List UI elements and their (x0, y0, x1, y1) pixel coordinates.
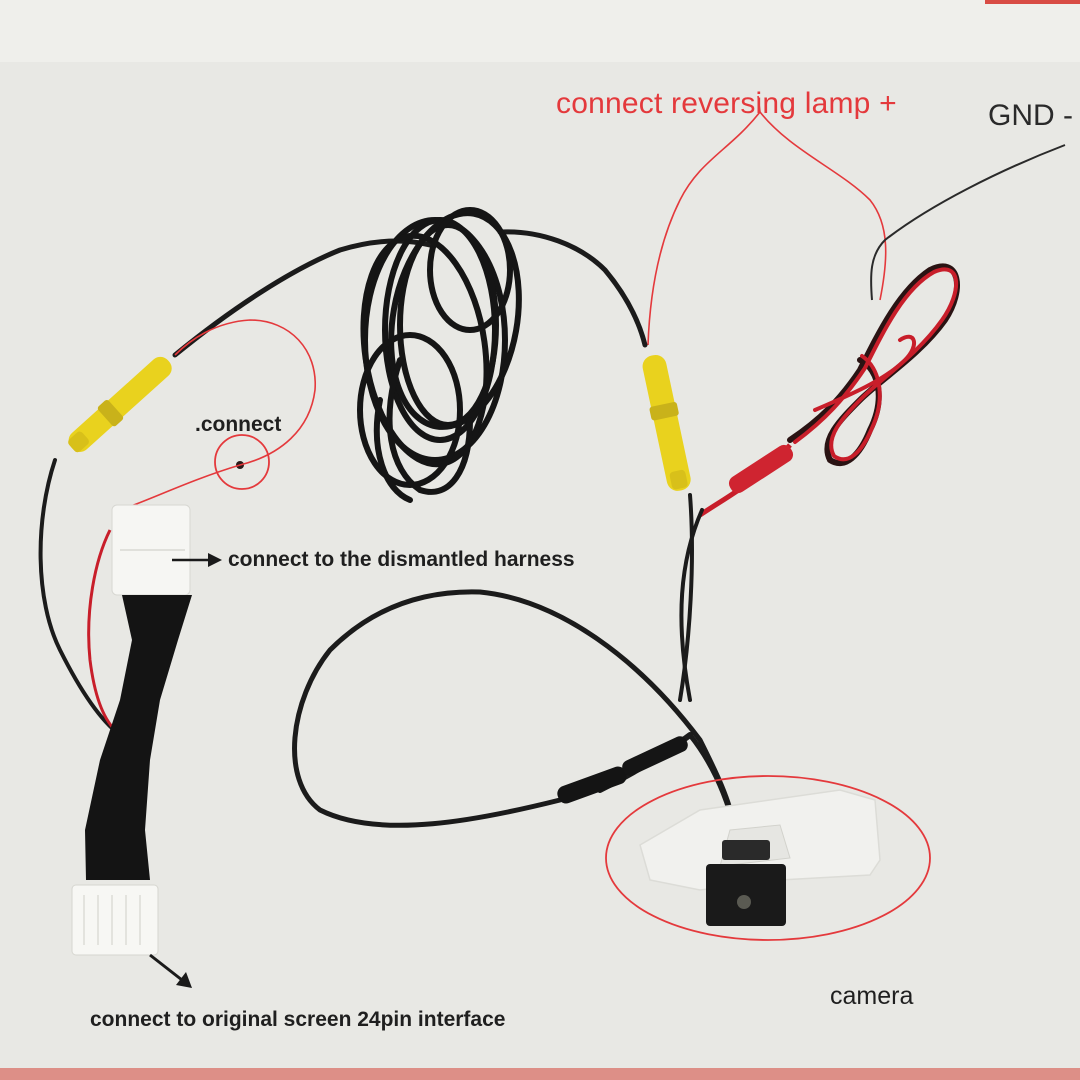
red-connector (728, 444, 794, 494)
camera-body (706, 864, 786, 926)
camera-circle (605, 775, 931, 941)
cable-coil (357, 207, 522, 503)
camera-mount (722, 840, 770, 860)
pin-slots (83, 895, 141, 945)
harness-red-wire (87, 529, 117, 732)
black-cables (38, 229, 738, 833)
inline-connector-2 (622, 736, 688, 776)
reversing-lamp-leads (647, 95, 887, 346)
top-rule (985, 0, 1080, 4)
bottom-rule (0, 1068, 1080, 1080)
label-connect: .connect (195, 413, 282, 436)
camera-lens (737, 895, 751, 909)
harness-sleeve (85, 595, 192, 880)
top-strip (0, 0, 1080, 62)
power-wire-coil (787, 263, 960, 467)
arrow-right-icon (172, 553, 222, 567)
label-camera: camera (830, 982, 914, 1010)
rca-connector-left (68, 356, 172, 453)
label-reversing-lamp: connect reversing lamp + (556, 87, 897, 120)
arrow-down-right-icon (149, 953, 192, 988)
connect-circle (214, 434, 270, 490)
rca-connector-right (642, 354, 691, 491)
inline-connector (557, 766, 627, 804)
label-gnd: GND - (988, 99, 1073, 132)
gnd-lead (870, 144, 1066, 301)
pin-connector (71, 884, 159, 956)
label-dismantled-harness: connect to the dismantled harness (228, 548, 575, 571)
label-original-screen: connect to original screen 24pin interfa… (90, 1008, 506, 1031)
